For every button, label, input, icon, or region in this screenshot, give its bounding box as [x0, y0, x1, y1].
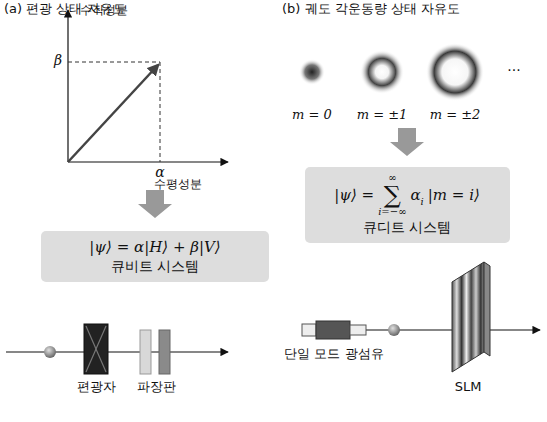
label: 편광자	[77, 380, 116, 395]
formula-text: |ψ⟩ =	[334, 186, 374, 204]
formula-text: α	[410, 186, 420, 204]
formula-text: i=−∞	[378, 207, 406, 217]
label: m = ±1	[357, 108, 408, 123]
label: SLM	[455, 380, 482, 395]
down-arrow	[138, 190, 172, 218]
formula-text: |ψ⟩ = α|H⟩ + β|V⟩	[89, 238, 220, 256]
system-box: |ψ⟩ = ∞∑i=−∞ αi |m = i⟩ 큐디트 시스템	[305, 167, 510, 243]
label: m = ±2	[430, 108, 481, 123]
formula-text: |m = i⟩	[428, 186, 480, 204]
formula-text: ∑	[384, 183, 401, 207]
panel-title: (b) 궤도 각운동량 상태 자유도	[282, 2, 460, 17]
polarization-axes	[68, 10, 228, 162]
label: 수직성분	[80, 4, 128, 18]
label: 파장판	[137, 380, 176, 395]
system-name: 큐비트 시스템	[111, 258, 199, 274]
label: β	[54, 52, 62, 68]
label: 단일 모드 광섬유	[284, 347, 383, 362]
formula-text: ∞	[388, 173, 396, 183]
label: m = 0	[292, 108, 332, 123]
polarization-setup	[6, 324, 228, 374]
system-name: 큐디트 시스템	[363, 219, 451, 235]
down-arrow	[390, 128, 424, 156]
label: ···	[507, 62, 520, 78]
oam-beams	[299, 43, 484, 101]
formula-text: i	[421, 196, 424, 207]
label: 수평성분	[154, 178, 202, 192]
system-box: |ψ⟩ = α|H⟩ + β|V⟩ 큐비트 시스템	[41, 231, 269, 282]
